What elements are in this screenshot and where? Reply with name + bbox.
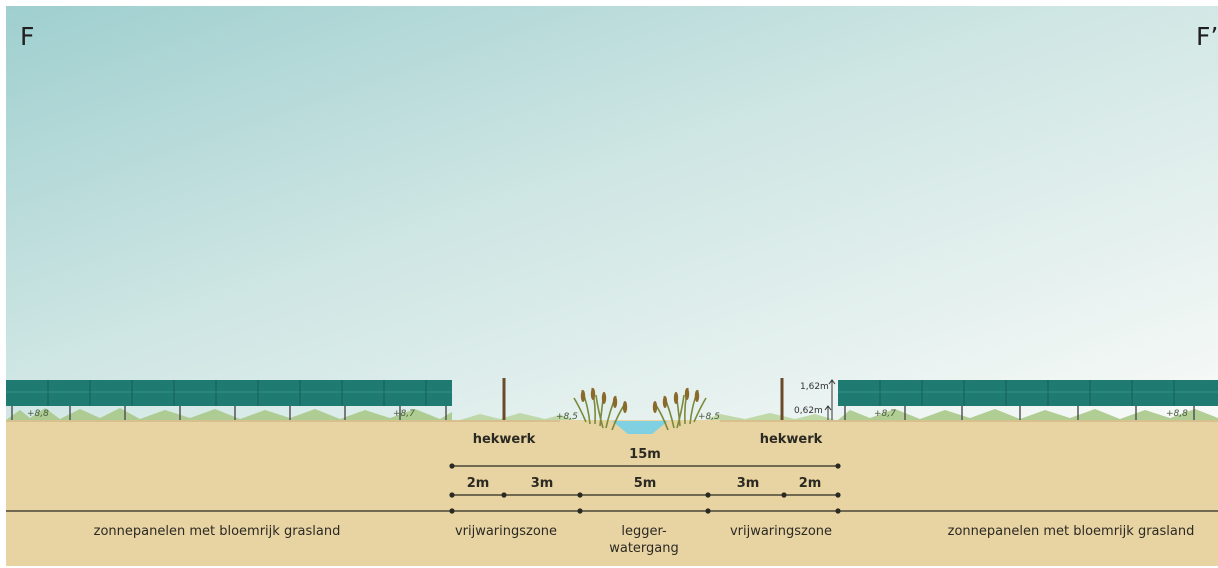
zone-label-ditch: legger- watergang (609, 523, 679, 557)
sky (6, 6, 1218, 424)
dimension-segment: 2m (798, 476, 822, 491)
level-left-panel: +8,7 (393, 409, 415, 419)
fence-label-left: hekwerk (472, 432, 536, 447)
fence-label-right: hekwerk (759, 432, 823, 447)
grass-left (6, 408, 452, 420)
zone-label-buffer-left: vrijwaringszone (454, 524, 558, 539)
level-right-panel: +8,7 (874, 409, 896, 419)
zone-label-right: zonnepanelen met bloemrijk grasland (947, 524, 1195, 539)
solar-panels-left (6, 380, 452, 420)
level-ditch-left: +8,5 (556, 412, 578, 422)
water (612, 421, 668, 434)
section-end-label: F’ (1196, 22, 1218, 51)
height-bottom: 0,62m (794, 406, 823, 416)
dimension-segment: 2m (466, 476, 490, 491)
dimension-total: 15m (629, 447, 661, 462)
dimension-segment: 3m (736, 476, 760, 491)
grass-right (838, 409, 1218, 420)
height-arrows (824, 379, 836, 420)
dimension-segment: 3m (530, 476, 554, 491)
dimension-lines (6, 463, 1218, 514)
zone-label-left: zonnepanelen met bloemrijk grasland (93, 524, 341, 539)
height-top: 1,62m (800, 382, 829, 392)
dimension-segment: 5m (633, 476, 657, 491)
zone-label-buffer-right: vrijwaringszone (729, 524, 833, 539)
level-far-right: +8,8 (1166, 409, 1188, 419)
section-start-label: F (20, 22, 35, 51)
reed-heads-right (652, 388, 700, 413)
grass-center (460, 413, 835, 420)
level-ditch-right: +8,5 (698, 412, 720, 422)
reed-heads-left (580, 388, 628, 413)
level-far-left: +8,8 (27, 409, 49, 419)
solar-panels-right (838, 380, 1218, 420)
zone-label-ditch-line1: legger- (621, 524, 667, 539)
zone-label-ditch-line2: watergang (609, 541, 679, 556)
ground (6, 420, 1218, 566)
